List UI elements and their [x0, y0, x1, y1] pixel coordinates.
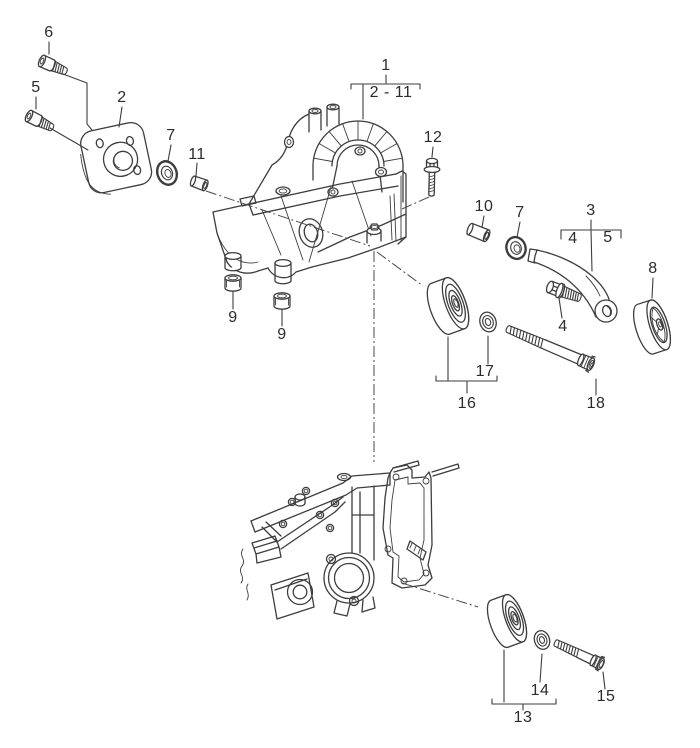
callout-label-9-right: 9 — [277, 326, 287, 343]
bolt-4-art — [545, 280, 582, 302]
callout-label-group-5: 5 — [603, 229, 613, 246]
bolt-5-art — [24, 109, 55, 132]
washer-17-art — [479, 311, 497, 333]
bolt-12-art — [423, 157, 441, 197]
bushing-9-left-art — [224, 274, 242, 292]
bushing-11-art — [189, 175, 209, 192]
bracket-assembly-art — [212, 103, 407, 285]
callout-label-10: 10 — [474, 198, 494, 215]
callout-label-6: 6 — [44, 24, 54, 41]
callout-label-9-left: 9 — [228, 309, 238, 326]
bushing-9-right-art — [273, 292, 291, 310]
sleeve-10-art — [466, 222, 491, 243]
callout-label-17: 17 — [475, 363, 495, 380]
leader-lines — [35, 41, 654, 711]
callout-label-7-right: 7 — [515, 204, 525, 221]
callout-label-1: 1 — [381, 57, 391, 74]
washer-14-art — [533, 630, 551, 650]
callout-label-13: 13 — [513, 709, 533, 726]
bolt-18-art — [505, 325, 596, 373]
callout-label-5: 5 — [31, 79, 41, 96]
callout-label-7-left: 7 — [166, 127, 176, 144]
callout-label-4: 4 — [558, 318, 568, 335]
flange-2-art — [80, 122, 153, 195]
pulley-16-art — [426, 277, 470, 335]
pulley-8-art — [632, 299, 672, 355]
engine-block-art — [239, 460, 460, 620]
bolt-6-art — [37, 54, 68, 76]
callout-label-15: 15 — [596, 688, 616, 705]
centerline-to-bottom-roller — [401, 582, 479, 608]
axis-centerlines — [205, 190, 430, 287]
seal-7-left-art — [155, 160, 179, 186]
lever-3-art — [527, 248, 618, 323]
callout-label-8: 8 — [648, 260, 658, 277]
callout-label-2: 2 — [117, 89, 127, 106]
pulley-13-art — [486, 593, 528, 649]
callout-label-range-2-11: 2 - 11 — [369, 84, 413, 101]
callout-label-3: 3 — [586, 202, 596, 219]
callout-label-16: 16 — [457, 395, 477, 412]
callout-label-18: 18 — [586, 395, 606, 412]
callout-label-12: 12 — [423, 129, 443, 146]
bolt-15-art — [553, 639, 606, 672]
callout-label-11: 11 — [188, 146, 206, 163]
callout-label-group-4: 4 — [568, 230, 578, 247]
callout-label-14: 14 — [530, 682, 550, 699]
seal-7-right-art — [505, 235, 527, 261]
